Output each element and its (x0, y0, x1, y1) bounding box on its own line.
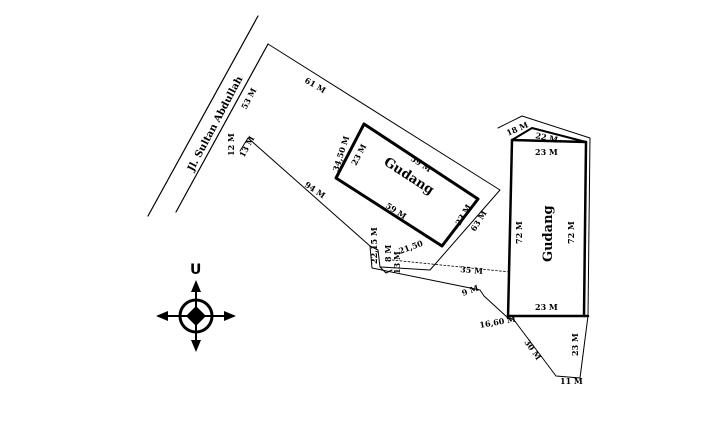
dim-12m: 12 M (226, 133, 236, 156)
parcel-left-lower-boundary (369, 245, 509, 319)
parcel-right-boundary (497, 115, 591, 379)
dim-18m: 18 M (505, 119, 530, 137)
gudang-left-outline (334, 122, 480, 248)
compass-rose-icon: U (156, 262, 236, 352)
road-edge-right (175, 43, 269, 213)
dim-11m: 11 M (560, 376, 583, 386)
dim-30m: 30 M (522, 337, 543, 362)
dim-1660m: 16,60 M (479, 314, 517, 330)
parcel-right-right-edge (582, 140, 588, 318)
dotted-connector (391, 259, 511, 273)
dim-72m-left: 72 M (514, 221, 524, 244)
gudang-right-label: Gudang (541, 205, 556, 262)
road-name-label: Jl. Sultan Abdullah (185, 74, 245, 174)
dim-8m: 8 M (383, 245, 393, 262)
dim-61m: 61 M (303, 75, 328, 95)
road-edge-left (147, 15, 259, 217)
parcel-right-left-edge (506, 138, 514, 320)
dim-23m-bottom: 23 M (535, 302, 558, 312)
dim-23m-far: 23 M (570, 333, 580, 356)
dim-72m-right: 72 M (566, 221, 576, 244)
dim-13m: 13 M (237, 134, 257, 159)
dim-23m-top: 23 M (535, 147, 558, 157)
parcel-left-notch (379, 266, 393, 274)
dim-2215m: 22,15 M (369, 227, 379, 264)
dim-63m: 63 M (468, 208, 489, 233)
dim-35m: 35 M (460, 264, 484, 276)
north-label: U (190, 262, 201, 278)
dim-13m-lower: 13 M (392, 251, 402, 274)
parcel-left-boundary (239, 43, 501, 271)
dim-9m: 9 M (460, 283, 480, 298)
dim-53m: 53 M (239, 86, 259, 111)
dim-22m: 22 M (535, 130, 559, 145)
parcel-right-top-triangle (511, 127, 587, 143)
